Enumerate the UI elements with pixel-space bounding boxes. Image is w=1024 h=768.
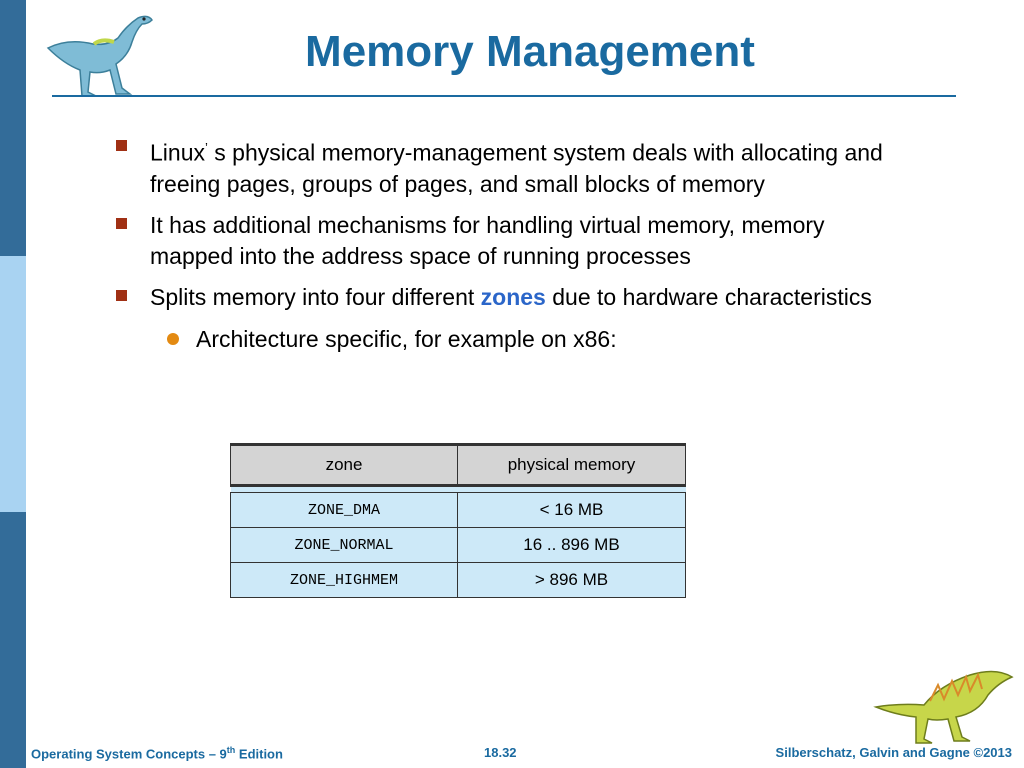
zone-cell: ZONE_NORMAL — [230, 527, 458, 563]
zone-cell: ZONE_DMA — [230, 492, 458, 528]
square-bullet-icon — [116, 140, 127, 151]
bullet-list: Linux’ s physical memory-management syst… — [112, 132, 902, 355]
bullet-text: due to hardware characteristics — [545, 283, 872, 310]
bullet-item: Linux’ s physical memory-management syst… — [112, 132, 902, 200]
footer-sup: th — [226, 745, 236, 755]
round-bullet-icon — [167, 332, 179, 345]
dinosaur-logo-icon — [46, 15, 153, 97]
memory-cell: > 896 MB — [457, 562, 686, 598]
bullet-text: It has additional mechanisms for handlin… — [150, 211, 825, 269]
bullet-text: Splits memory into four different — [150, 283, 481, 310]
page-title: Memory Management — [305, 27, 755, 76]
apostrophe: ’ — [204, 140, 208, 155]
header-zone: zone — [230, 443, 458, 487]
square-bullet-icon — [116, 217, 127, 229]
memory-cell: < 16 MB — [457, 492, 686, 528]
footer-text: Edition — [235, 746, 283, 762]
table-row: ZONE_NORMAL 16 .. 896 MB — [230, 527, 686, 563]
sub-bullet-text: Architecture specific, for example on x8… — [196, 325, 617, 352]
left-bar-top — [0, 0, 26, 256]
memory-cell: 16 .. 896 MB — [457, 527, 686, 563]
left-bar-middle — [0, 256, 26, 512]
bullet-text: s physical memory-management system deal… — [150, 139, 883, 197]
bullet-item: It has additional mechanisms for handlin… — [112, 210, 902, 272]
bullet-text: Linux — [150, 139, 205, 166]
dinosaur-footer-icon — [873, 670, 1014, 744]
header-physical-memory: physical memory — [457, 443, 686, 487]
title-divider — [52, 95, 956, 97]
table-spacer — [230, 485, 686, 493]
table-header-row: zone physical memory — [230, 443, 686, 487]
footer-page-number: 18.32 — [484, 745, 517, 760]
bullet-item: Splits memory into four different zones … — [112, 282, 902, 313]
left-bar-bottom — [0, 512, 26, 768]
table-row: ZONE_DMA < 16 MB — [230, 492, 686, 528]
highlight-zones: zones — [480, 283, 546, 310]
zone-cell: ZONE_HIGHMEM — [230, 562, 458, 598]
table-row: ZONE_HIGHMEM > 896 MB — [230, 562, 686, 598]
footer-text: Operating System Concepts – 9 — [31, 746, 227, 762]
square-bullet-icon — [116, 289, 127, 301]
zones-table: zone physical memory ZONE_DMA < 16 MB ZO… — [230, 443, 686, 598]
footer-book-title: Operating System Concepts – 9th Edition — [31, 745, 283, 761]
footer-authors: Silberschatz, Galvin and Gagne ©2013 — [775, 745, 1012, 760]
sub-bullet-item: Architecture specific, for example on x8… — [112, 324, 902, 355]
